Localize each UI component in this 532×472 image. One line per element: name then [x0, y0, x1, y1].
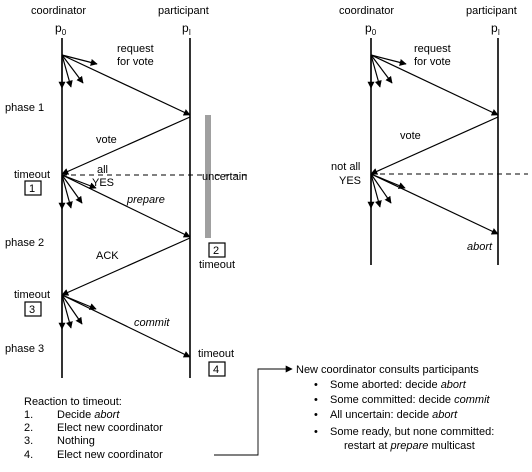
consult-item-3: All uncertain: decide abort [330, 409, 458, 421]
right-participant-label: participant [466, 5, 517, 17]
new-coordinator-consults: New coordinator consults participants • … [296, 364, 494, 452]
p0-label: p0 [55, 21, 67, 37]
abort-arrow [370, 173, 499, 235]
ack-arrow [61, 237, 191, 296]
commit-arrow [61, 294, 191, 358]
consult-bullet-4: • [314, 426, 318, 438]
reaction-item-3-num: 3. [24, 435, 33, 447]
right-p0-label: p0 [365, 21, 377, 37]
reaction-item-4-text: Elect new coordinator [57, 449, 163, 461]
consult-bullet-3: • [314, 409, 318, 421]
consult-item-4-cont: restart at prepare multicast [344, 440, 475, 452]
timeout-4-label: timeout [198, 348, 234, 360]
timeout-2-box [208, 242, 226, 258]
timeout-3-label: timeout [14, 289, 50, 301]
commit-fan-arrows [58, 294, 97, 330]
consult-item-2: Some committed: decide commit [330, 394, 491, 406]
timeout-1-number: 1 [29, 183, 35, 195]
right-vote-label: vote [400, 130, 421, 142]
abort-label: abort [467, 241, 493, 253]
timeout-3-box [24, 301, 42, 317]
reaction-to-timeout: Reaction to timeout: 1. Decide abort 2. … [24, 396, 163, 461]
consult-item-4: Some ready, but none committed: [330, 426, 494, 438]
uncertain-label: uncertain [202, 171, 247, 183]
timeout-2-label: timeout [199, 259, 235, 271]
reaction-title: Reaction to timeout: [24, 396, 122, 408]
consult-bullet-2: • [314, 394, 318, 406]
timeout-2-number: 2 [213, 245, 219, 257]
reaction-item-3-text: Nothing [57, 435, 95, 447]
abort-fan-arrows [367, 173, 406, 209]
reaction-item-1-num: 1. [24, 409, 33, 421]
commit-label: commit [134, 317, 170, 329]
prepare-fan-arrows [58, 174, 97, 210]
phase3-label: phase 3 [5, 343, 44, 355]
right-request-fan-arrows [367, 54, 407, 89]
consult-item-1: Some aborted: decide abort [330, 379, 467, 391]
right-coordinator-label: coordinator [339, 5, 394, 17]
timeout-1-label: timeout [14, 169, 50, 181]
request-arrow [61, 54, 191, 116]
request-fan-arrows [58, 54, 98, 89]
consult-bullet-1: • [314, 379, 318, 391]
phase1-label: phase 1 [5, 102, 44, 114]
phase2-label: phase 2 [5, 237, 44, 249]
reaction-item-4-num: 4. [24, 449, 33, 461]
timeout-4-box [208, 361, 226, 377]
prepare-arrow [61, 174, 191, 238]
vote-arrow [61, 116, 191, 175]
vote-label: vote [96, 134, 117, 146]
participant-label: participant [158, 5, 209, 17]
ack-label: ACK [96, 250, 119, 262]
reaction-item-1-text: Decide abort [57, 409, 120, 421]
coordinator-label: coordinator [31, 5, 86, 17]
timeout-3-number: 3 [29, 304, 35, 316]
timeout-1-box [24, 180, 42, 196]
right-vote-arrow [370, 116, 499, 175]
pi-label: pI [182, 21, 191, 37]
right-request-arrow [370, 54, 499, 116]
reaction-item-2-text: Elect new coordinator [57, 422, 163, 434]
timeout-4-number: 4 [213, 364, 219, 376]
reaction-item-2-num: 2. [24, 422, 33, 434]
uncertain-bar [205, 115, 211, 238]
consult-title: New coordinator consults participants [296, 364, 479, 376]
right-pi-label: pI [491, 21, 500, 37]
prepare-label: prepare [126, 194, 165, 206]
connector-arrow [214, 365, 293, 456]
